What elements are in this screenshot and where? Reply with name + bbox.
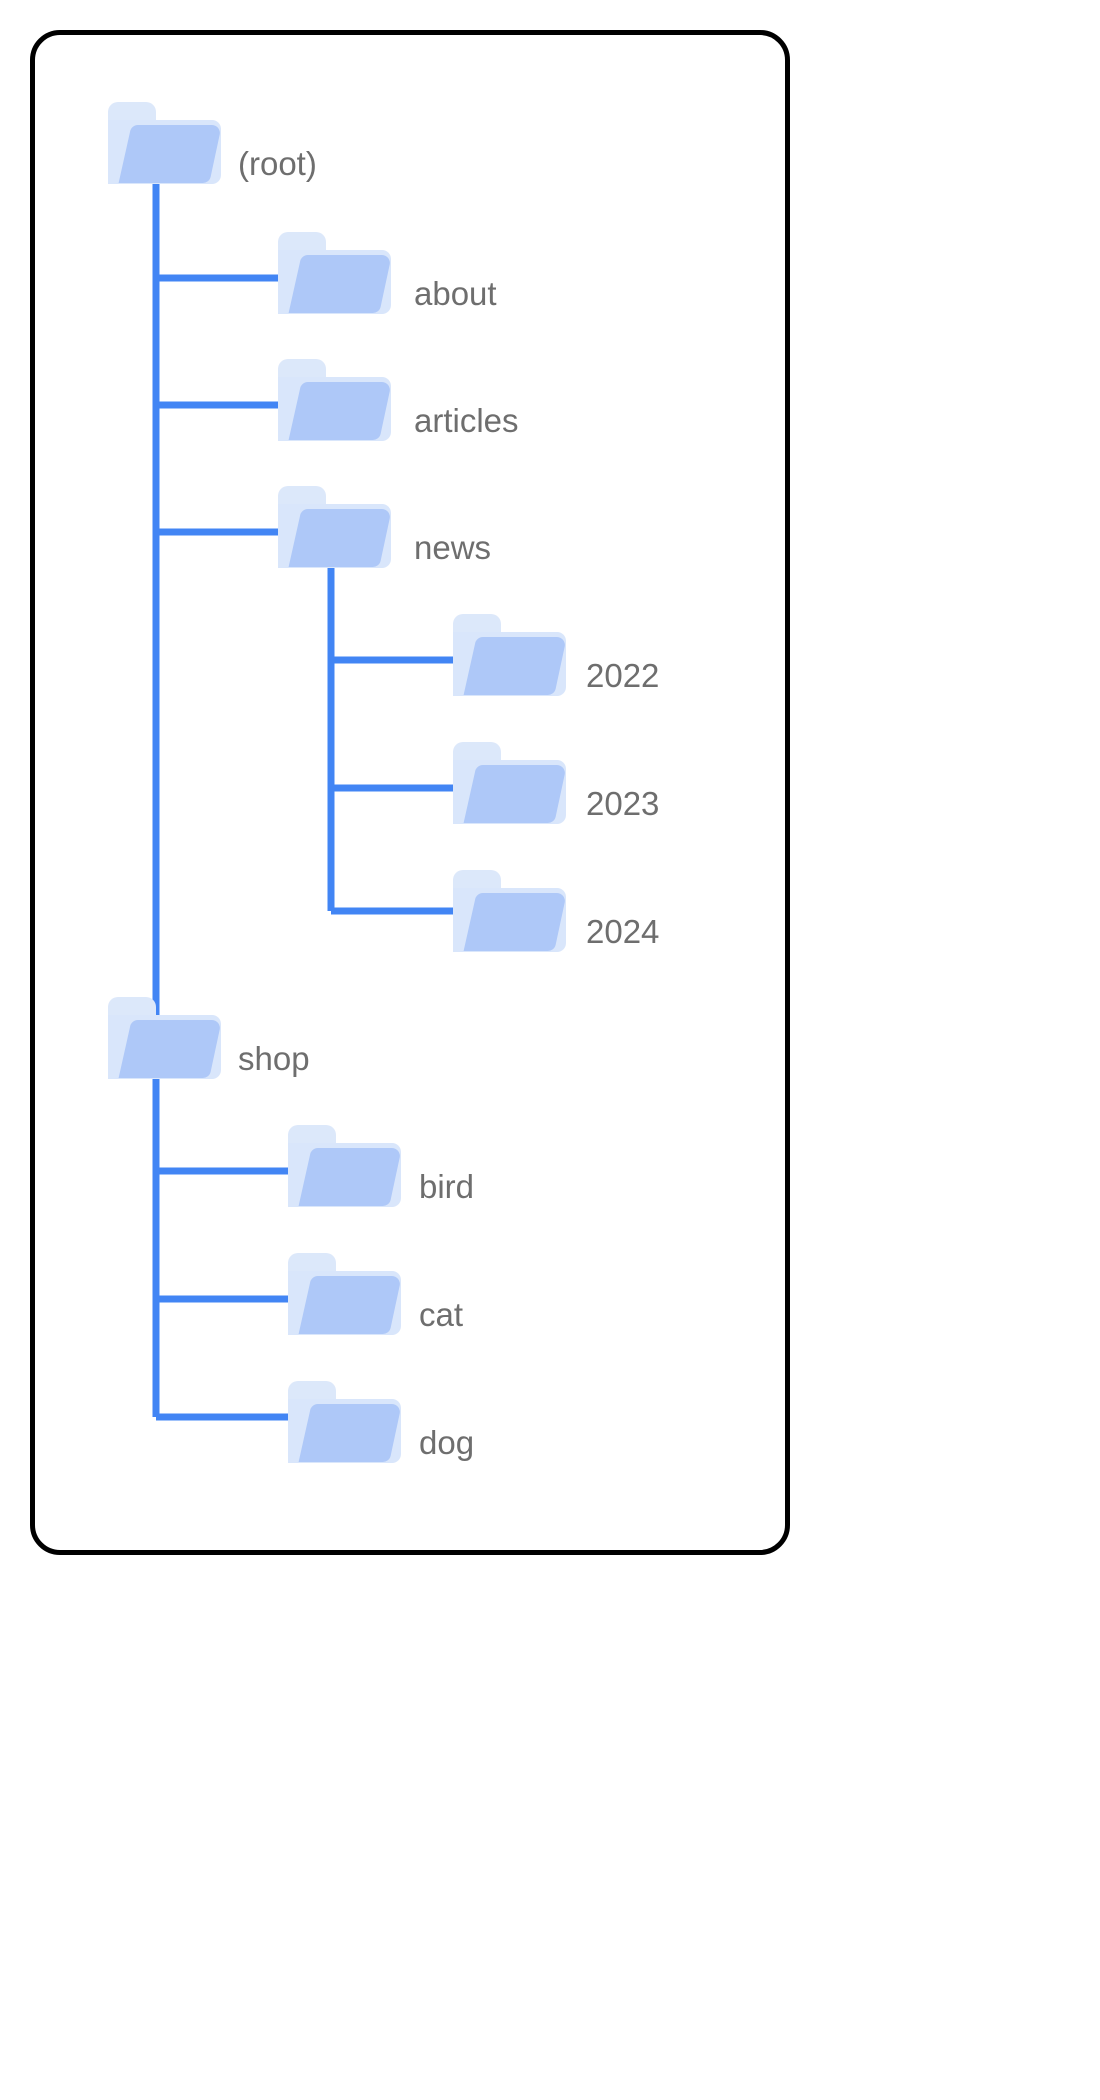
diagram-card xyxy=(30,30,790,1555)
folder-icon xyxy=(288,1253,401,1335)
tree-node-label: (root) xyxy=(238,145,317,182)
tree-node-label: shop xyxy=(238,1040,310,1077)
folder-icon xyxy=(108,102,221,184)
folder-icon xyxy=(278,359,391,441)
folder-icon xyxy=(278,486,391,568)
folder-icon xyxy=(108,997,221,1079)
folder-icon xyxy=(453,742,566,824)
tree-node-label: articles xyxy=(414,402,519,439)
tree-node-label: cat xyxy=(419,1296,464,1333)
tree-node-label: 2024 xyxy=(586,913,660,950)
tree-node-label: bird xyxy=(419,1168,475,1205)
tree-node-label: 2022 xyxy=(586,657,660,694)
tree-node-label: 2023 xyxy=(586,785,660,822)
tree-node-label: about xyxy=(414,275,497,312)
folder-icon xyxy=(453,614,566,696)
folder-icon xyxy=(453,870,566,952)
folder-icon xyxy=(288,1381,401,1463)
tree-node-label: news xyxy=(414,529,492,566)
tree-node-label: dog xyxy=(419,1424,475,1461)
folder-icon xyxy=(278,232,391,314)
folder-icon xyxy=(288,1125,401,1207)
